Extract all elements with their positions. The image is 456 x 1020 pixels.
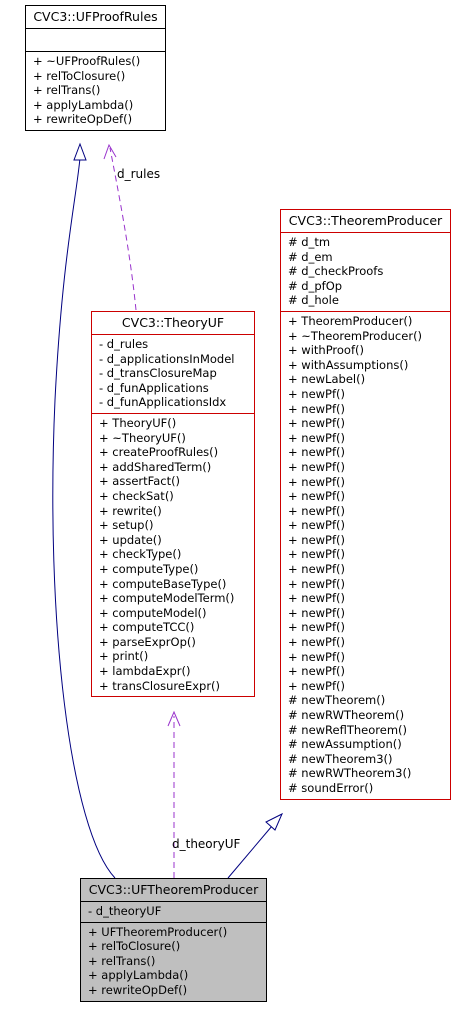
member-entry: + newPf(): [288, 547, 346, 562]
member-entry: + print(): [99, 649, 149, 664]
member-entry: # d_checkProofs: [288, 264, 384, 279]
attributes-section: [26, 28, 165, 51]
member-entry: + UFTheoremProducer(): [88, 924, 228, 939]
member-entry: + rewriteOpDef(): [88, 982, 188, 997]
member-entry: + rewriteOpDef(): [33, 112, 133, 127]
member-entry: + newPf(): [288, 474, 346, 489]
member-entry: - d_applicationsInModel: [99, 351, 235, 366]
member-entry: # soundError(): [288, 780, 374, 795]
member-entry: + relToClosure(): [88, 939, 181, 954]
member-entry: # d_pfOp: [288, 278, 343, 293]
class-title: CVC3::UFProofRules: [33, 9, 158, 24]
usage-edge-d-rules: [109, 147, 137, 311]
member-entry: # newReflTheorem(): [288, 722, 408, 737]
member-entry: + addSharedTerm(): [99, 459, 212, 474]
member-entry: # newAssumption(): [288, 737, 402, 752]
member-entry: # newTheorem3(): [288, 751, 393, 766]
member-entry: + newPf(): [288, 489, 346, 504]
member-entry: + newPf(): [288, 503, 346, 518]
member-entry: + computeBaseType(): [99, 576, 227, 591]
member-entry: + lambdaExpr(): [99, 664, 191, 679]
member-entry: + newPf(): [288, 649, 346, 664]
edge-label-d-rules: d_rules: [117, 167, 161, 181]
member-entry: + ~TheoryUF(): [99, 430, 186, 445]
class-ufproofrules[interactable]: CVC3::UFProofRules + ~UFProofRules()+ re…: [25, 5, 166, 131]
member-entry: + relTrans(): [88, 953, 156, 968]
member-entry: + newPf(): [288, 401, 346, 416]
member-entry: + rewrite(): [99, 503, 162, 518]
attributes-section: - d_theoryUF: [81, 901, 266, 922]
member-entry: + TheoremProducer(): [288, 313, 413, 328]
member-entry: + newPf(): [288, 430, 346, 445]
member-entry: + newPf(): [288, 576, 346, 591]
inheritance-edge-theoremproducer: [227, 825, 273, 879]
member-entry: + newPf(): [288, 445, 346, 460]
class-theoryuf[interactable]: CVC3::TheoryUF - d_rules- d_applications…: [91, 311, 255, 698]
class-theoremproducer[interactable]: CVC3::TheoremProducer # d_tm# d_em# d_ch…: [280, 209, 451, 800]
member-entry: + applyLambda(): [88, 968, 189, 983]
member-entry: + newPf(): [288, 620, 346, 635]
class-title: CVC3::UFTheoremProducer: [88, 882, 259, 897]
member-entry: + computeType(): [99, 561, 199, 576]
class-uftheoremproducer[interactable]: CVC3::UFTheoremProducer - d_theoryUF + U…: [80, 878, 267, 1002]
member-entry: + newPf(): [288, 532, 346, 547]
member-entry: + newPf(): [288, 605, 346, 620]
edge-label-d-theoryuf: d_theoryUF: [172, 837, 241, 851]
attributes-section: # d_tm# d_em# d_checkProofs# d_pfOp# d_h…: [281, 232, 450, 311]
member-entry: + computeTCC(): [99, 620, 195, 635]
member-entry: + setup(): [99, 518, 154, 533]
member-entry: + newPf(): [288, 664, 346, 679]
member-entry: + transClosureExpr(): [99, 678, 221, 693]
member-entry: + ~TheoremProducer(): [288, 328, 423, 343]
member-entry: + createProofRules(): [99, 445, 219, 460]
member-entry: + applyLambda(): [33, 97, 134, 112]
methods-section: + ~UFProofRules()+ relToClosure()+ relTr…: [26, 51, 165, 130]
member-entry: - d_funApplications: [99, 380, 209, 395]
member-entry: + newPf(): [288, 562, 346, 577]
member-entry: + newPf(): [288, 459, 346, 474]
member-entry: + newPf(): [288, 416, 346, 431]
member-entry: + computeModelTerm(): [99, 591, 235, 606]
class-title: CVC3::TheoremProducer: [288, 213, 443, 228]
member-entry: + withAssumptions(): [288, 357, 409, 372]
methods-section: + TheoremProducer()+ ~TheoremProducer()+…: [281, 310, 450, 799]
inheritance-arrowhead-ufproofrules: [73, 142, 87, 161]
attributes-section: - d_rules- d_applicationsInModel- d_tran…: [92, 334, 254, 413]
member-entry: + ~UFProofRules(): [33, 54, 141, 68]
member-entry: - d_rules: [99, 337, 149, 351]
member-entry: # d_hole: [288, 293, 339, 308]
member-entry: # newTheorem(): [288, 693, 386, 708]
member-entry: # newRWTheorem3(): [288, 766, 412, 781]
member-entry: + checkType(): [99, 547, 182, 562]
member-entry: + newLabel(): [288, 372, 366, 387]
member-entry: + newPf(): [288, 678, 346, 693]
member-entry: + newPf(): [288, 591, 346, 606]
member-entry: + update(): [99, 532, 162, 547]
member-entry: - d_transClosureMap: [99, 366, 217, 381]
usage-arrowhead-d-theoryuf: [167, 710, 181, 727]
member-entry: + TheoryUF(): [99, 415, 177, 430]
member-entry: + relToClosure(): [33, 68, 126, 83]
member-entry: # d_tm: [288, 235, 331, 249]
methods-section: + UFTheoremProducer()+ relToClosure()+ r…: [81, 921, 266, 1001]
inheritance-arrowhead-theoremproducer: [265, 812, 284, 831]
member-entry: - d_theoryUF: [88, 904, 162, 918]
member-entry: + newPf(): [288, 635, 346, 650]
usage-arrowhead-d-rules: [103, 143, 117, 160]
member-entry: - d_funApplicationsIdx: [99, 395, 227, 410]
member-entry: + newPf(): [288, 518, 346, 533]
member-entry: + assertFact(): [99, 474, 181, 489]
member-entry: + relTrans(): [33, 83, 101, 98]
class-title: CVC3::TheoryUF: [121, 315, 225, 330]
member-entry: + checkSat(): [99, 488, 174, 503]
member-entry: + computeModel(): [99, 605, 207, 620]
member-entry: # d_em: [288, 249, 333, 264]
methods-section: + TheoryUF()+ ~TheoryUF()+ createProofRu…: [92, 412, 254, 696]
member-entry: + withProof(): [288, 343, 364, 358]
member-entry: + newPf(): [288, 386, 346, 401]
member-entry: + parseExprOp(): [99, 634, 196, 649]
member-entry: # newRWTheorem(): [288, 708, 405, 722]
inheritance-edge-ufproofrules: [52, 157, 116, 879]
